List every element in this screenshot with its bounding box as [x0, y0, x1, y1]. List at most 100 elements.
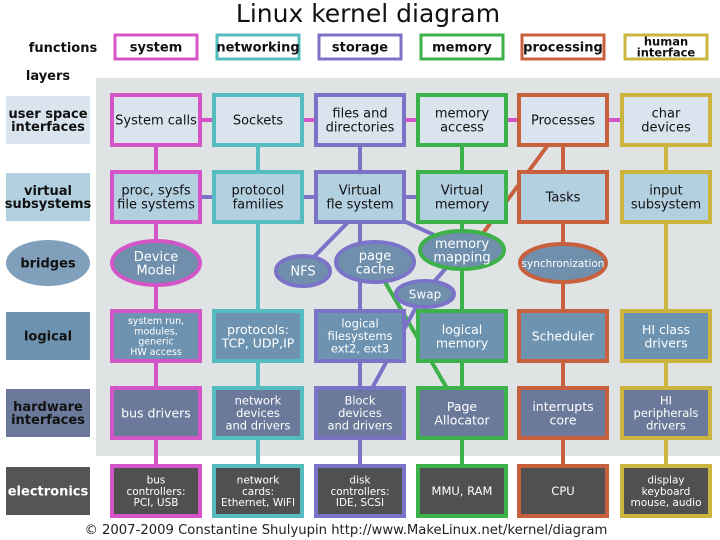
virtual-system-label-line: file systems	[117, 198, 195, 213]
virtual-processing-label-line: Tasks	[545, 191, 581, 206]
user-space-processing-label: Processes	[531, 114, 595, 129]
bridge-swap-label-line: Swap	[409, 287, 441, 301]
hardware-memory-label-line: Allocator	[434, 412, 490, 427]
layer-hardware-label-line: interfaces	[11, 413, 85, 428]
logical-system-label-line: HW access	[130, 347, 182, 358]
electronics-memory-label-line: MMU, RAM	[432, 484, 493, 498]
layer-user-space-shape	[6, 96, 90, 144]
hardware-networking-label-line: and drivers	[225, 419, 290, 433]
hardware-networking-box	[212, 386, 304, 440]
function-memory-label-line: memory	[432, 41, 492, 56]
virtual-processing-label: Tasks	[545, 191, 581, 206]
electronics-processing-box	[517, 464, 609, 518]
bridge-synchronization-label: synchronization	[522, 258, 605, 270]
virtual-human-box	[620, 170, 712, 224]
user-space-networking-box	[212, 93, 304, 147]
electronics-system-label-line: bus	[147, 474, 166, 486]
virtual-memory-box	[416, 170, 508, 224]
bridge-nfs-label-line: NFS	[290, 265, 315, 280]
hardware-human-label-line: drivers	[646, 419, 686, 433]
virtual-storage-box	[314, 170, 406, 224]
logical-storage-label-line: ext2, ext3	[331, 342, 389, 356]
user-space-human-box	[620, 93, 712, 147]
logical-system-label-line: modules,	[134, 326, 178, 337]
logical-system-label-line: generic	[138, 337, 174, 348]
logical-memory-box	[416, 309, 508, 363]
virtual-human-label-line: subsystem	[631, 198, 701, 213]
logical-storage-label-line: logical	[341, 317, 378, 331]
functions-header: functions	[29, 41, 98, 56]
hardware-system-label: bus drivers	[121, 406, 191, 421]
user-space-human-label-line: devices	[641, 121, 691, 136]
electronics-networking-label-line: cards:	[242, 486, 274, 498]
logical-networking-label: protocols:TCP, UDP,IP	[221, 322, 295, 351]
hardware-networking-label-line: devices	[236, 406, 280, 420]
layer-logical-label: logical	[24, 330, 72, 345]
electronics-storage-box	[314, 464, 406, 518]
hardware-storage-box	[314, 386, 406, 440]
function-processing-label: processing	[523, 41, 603, 56]
function-processing-box	[520, 33, 606, 61]
electronics-networking-box	[212, 464, 304, 518]
electronics-processing-label: CPU	[551, 484, 574, 498]
hardware-system-label-line: bus drivers	[121, 406, 191, 421]
virtual-memory-label-line: Virtual	[441, 184, 483, 199]
layers-header: layers	[26, 69, 71, 84]
function-storage-label: storage	[332, 41, 388, 56]
function-system-label: system	[130, 41, 183, 56]
logical-human-label-line: drivers	[644, 335, 687, 350]
bridge-swap-node	[394, 279, 456, 309]
logical-processing-box	[517, 309, 609, 363]
layer-logical-shape	[6, 312, 90, 360]
user-space-system-label-line: System calls	[115, 114, 197, 129]
layer-electronics-label: electronics	[8, 485, 89, 500]
layer-electronics-shape	[6, 467, 90, 515]
function-human-label-line: interface	[637, 46, 696, 60]
user-space-processing-box	[517, 93, 609, 147]
bridge-nfs-label: NFS	[290, 265, 315, 280]
logical-system-box	[110, 309, 202, 363]
function-processing-label-line: processing	[523, 41, 603, 56]
logical-storage-box	[314, 309, 406, 363]
function-system-box	[113, 33, 199, 61]
electronics-storage-label-line: IDE, SCSI	[336, 497, 384, 509]
hardware-memory-box	[416, 386, 508, 440]
function-networking-box	[215, 33, 301, 61]
virtual-system-box	[110, 170, 202, 224]
electronics-system-box	[110, 464, 202, 518]
electronics-human-label-line: display	[647, 474, 684, 486]
bridge-synchronization-node	[518, 242, 608, 284]
user-space-system-label: System calls	[115, 114, 197, 129]
user-space-networking-label-line: Sockets	[233, 114, 284, 129]
virtual-networking-label-line: protocol	[231, 184, 284, 199]
logical-processing-label-line: Scheduler	[532, 329, 595, 344]
electronics-processing-label-line: CPU	[551, 484, 574, 498]
layer-virtual-shape	[6, 173, 90, 221]
virtual-processing-box	[517, 170, 609, 224]
layer-hardware-shape	[6, 389, 90, 437]
logical-human-box	[620, 309, 712, 363]
layer-logical-label-line: logical	[24, 330, 72, 345]
layer-bridges-label: bridges	[20, 257, 76, 272]
hardware-human-label-line: HI	[660, 394, 672, 408]
hardware-system-box	[110, 386, 202, 440]
user-space-human-label-line: char	[652, 107, 681, 122]
hardware-processing-label-line: interrupts	[532, 399, 593, 414]
